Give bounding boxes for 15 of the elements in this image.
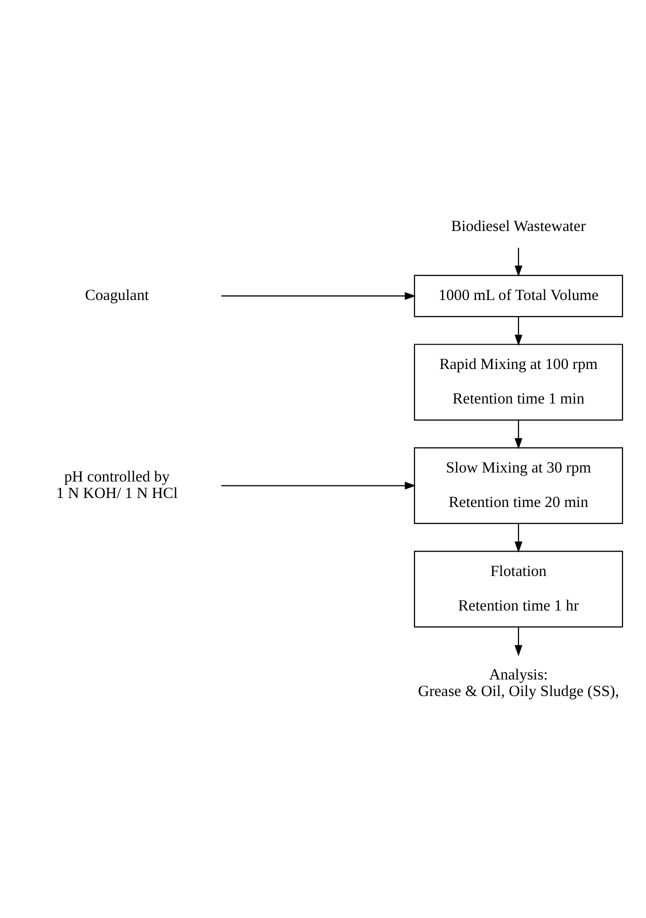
arrow <box>514 247 522 276</box>
node-box: 1000 mL of Total Volume <box>414 274 624 317</box>
node-text: Biodiesel Wastewater <box>451 218 586 235</box>
node-text: Coagulant <box>84 286 149 304</box>
node-text: pH controlled by 1 N KOH/ 1 N HCl <box>56 468 178 502</box>
arrow <box>514 523 522 552</box>
node-box: Flotation Retention time 1 hr <box>414 550 624 627</box>
arrow <box>221 481 416 490</box>
arrow <box>221 292 416 300</box>
arrow <box>514 626 522 656</box>
node-box: Rapid Mixing at 100 rpm Retention time 1 min <box>414 343 624 420</box>
arrow <box>514 316 522 346</box>
arrow <box>514 420 522 449</box>
node-text: Analysis: Grease & Oil, Oily Sludge (SS), <box>418 666 619 700</box>
node-box: Slow Mixing at 30 rpm Retention time 20 min <box>414 446 624 524</box>
